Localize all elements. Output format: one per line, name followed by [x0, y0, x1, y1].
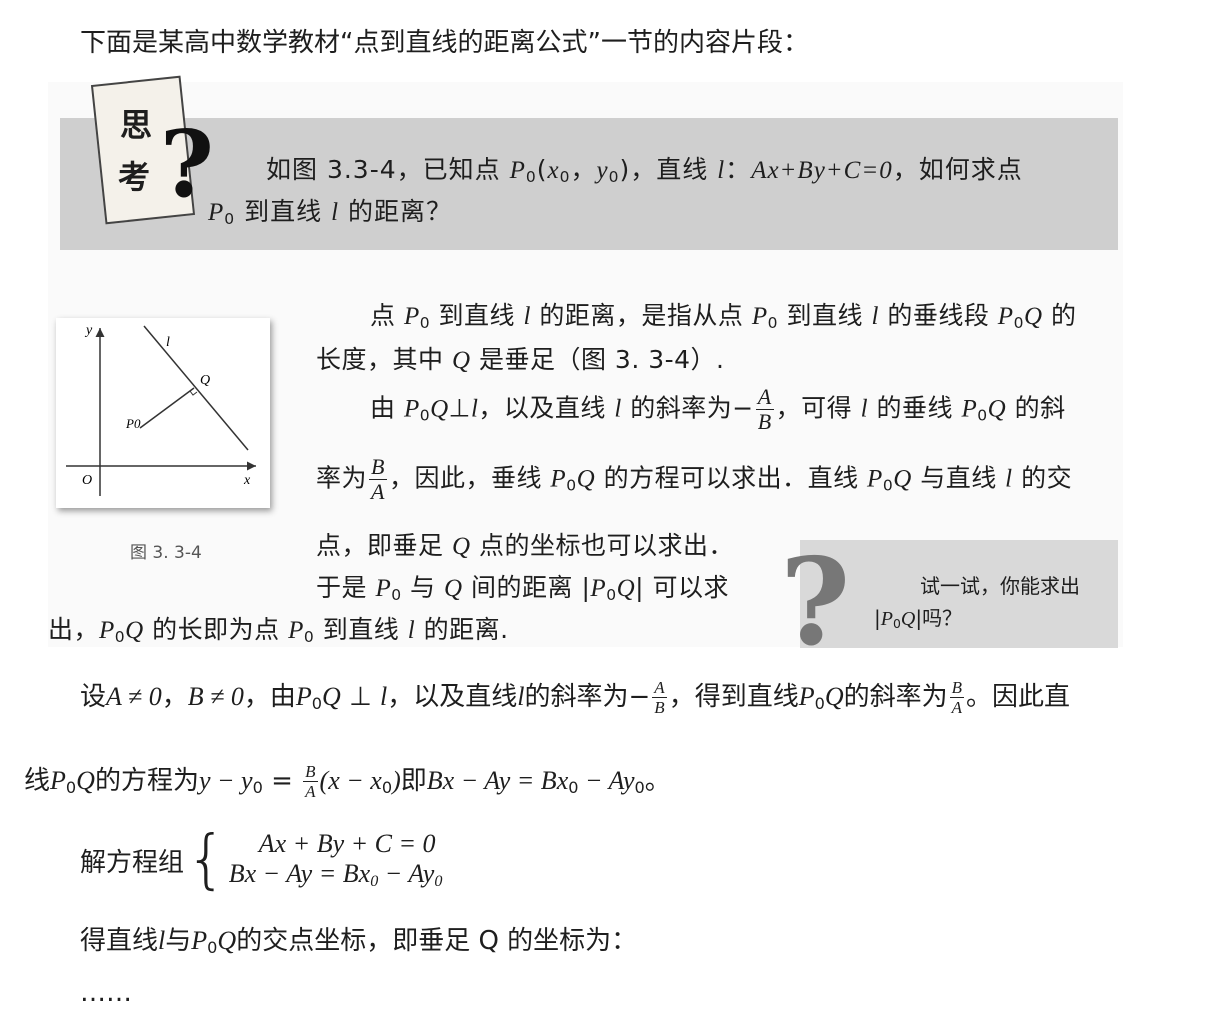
- right-angle-mark: [189, 390, 198, 396]
- think-band: [60, 118, 1118, 250]
- figure-diagram: y x O l Q P0: [66, 323, 256, 496]
- think-card-char1: 思: [120, 106, 153, 144]
- try-it-box: [800, 540, 1118, 648]
- solution-line-4: 得直线l与P0Q的交点坐标，即垂足 Q 的坐标为：: [80, 926, 638, 958]
- intro-text: 下面是某高中数学教材“点到直线的距离公式”一节的内容片段：: [80, 28, 809, 58]
- figure-3-3-4: y x O l Q P0: [56, 318, 270, 508]
- label-y: y: [84, 323, 93, 338]
- textbook-line-5: 点，即垂足 Q 点的坐标也可以求出．: [316, 531, 734, 560]
- try-it-line-1: 试一试，你能求出: [920, 574, 1080, 598]
- think-line-1: 如图 3.3-4，已知点 P0(x0，y0)，直线 l：Ax+By+C=0，如何…: [266, 155, 1023, 186]
- label-q: Q: [200, 373, 210, 388]
- solution-line-3: 解方程组 { Ax + By + C = 0 Bx − Ay = Bx0 − A…: [80, 823, 443, 897]
- think-card-char2: 考: [118, 158, 151, 196]
- try-it-line-2: |P0Q|吗？: [874, 606, 963, 632]
- textbook-line-1: 点 P0 到直线 l 的距离，是指从点 P0 到直线 l 的垂线段 P0Q 的: [370, 301, 1077, 332]
- textbook-line-7: 出，P0Q 的长即为点 P0 到直线 l 的距离.: [48, 615, 509, 646]
- label-x: x: [243, 473, 251, 488]
- question-mark-icon: ?: [160, 110, 214, 218]
- question-mark-icon: ?: [780, 532, 851, 673]
- textbook-line-2: 长度，其中 Q 是垂足（图 3. 3-4）.: [316, 345, 725, 374]
- label-p0: P0: [125, 416, 141, 431]
- label-l: l: [166, 335, 170, 350]
- label-origin: O: [82, 473, 92, 488]
- textbook-line-6: 于是 P0 与 Q 间的距离 |P0Q| 可以求: [316, 573, 730, 604]
- think-line-2: P0 到直线 l 的距离？: [208, 197, 452, 228]
- left-brace: {: [186, 823, 227, 897]
- segment-p0q: [139, 387, 195, 429]
- line-l: [143, 325, 249, 451]
- ellipsis: ……: [80, 978, 132, 1008]
- figure-caption: 图 3. 3-4: [130, 543, 202, 563]
